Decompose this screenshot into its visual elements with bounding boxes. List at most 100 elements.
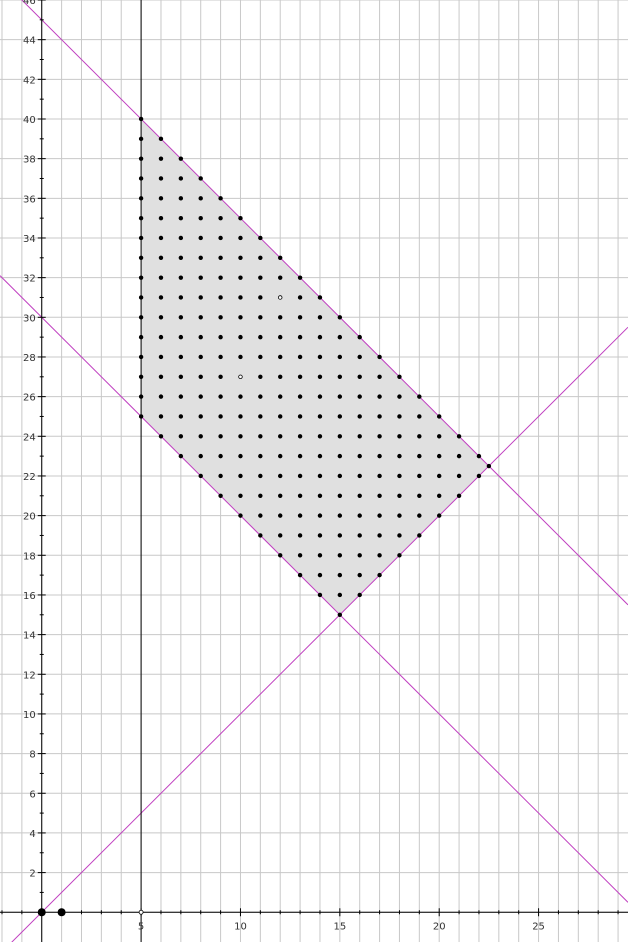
integer-point: [158, 156, 164, 161]
integer-point: [337, 414, 343, 419]
integer-point: [417, 414, 422, 419]
integer-point: [337, 434, 343, 439]
y-tick-label: 38: [23, 155, 36, 166]
hollow-point: [138, 909, 144, 915]
integer-point: [158, 374, 164, 379]
integer-point: [377, 513, 382, 518]
integer-point: [218, 473, 223, 479]
integer-point: [138, 116, 144, 122]
integer-point: [357, 473, 362, 479]
integer-point: [317, 473, 323, 479]
y-tick-label: 42: [23, 75, 36, 86]
integer-point: [258, 434, 263, 439]
integer-point: [258, 453, 263, 459]
integer-point: [138, 196, 144, 201]
y-tick-label: 26: [23, 393, 36, 404]
x-tick-label: 5: [138, 921, 144, 932]
integer-point: [297, 553, 303, 558]
integer-point: [297, 572, 303, 578]
integer-point: [357, 572, 362, 578]
integer-point: [337, 612, 343, 617]
y-tick-label: 30: [23, 313, 36, 324]
integer-point: [337, 354, 343, 360]
integer-point: [278, 434, 283, 439]
integer-point: [476, 453, 482, 459]
integer-point: [417, 394, 422, 399]
integer-point: [178, 215, 184, 221]
integer-point: [158, 434, 164, 439]
integer-point: [278, 473, 283, 479]
integer-point: [317, 513, 323, 518]
integer-point: [437, 513, 442, 518]
integer-point: [138, 255, 144, 261]
integer-point: [198, 235, 203, 241]
integer-point: [476, 473, 482, 479]
integer-point: [297, 295, 303, 300]
integer-point: [278, 354, 283, 360]
integer-point: [297, 275, 303, 280]
integer-point: [437, 414, 442, 419]
integer-point: [178, 176, 184, 181]
integer-point: [238, 434, 243, 439]
integer-point: [178, 275, 184, 280]
x-tick-label: 20: [433, 921, 446, 932]
y-tick-label: 14: [23, 631, 36, 642]
integer-point: [397, 513, 402, 518]
integer-point: [317, 533, 323, 538]
y-tick-label: 40: [23, 115, 36, 126]
integer-point: [178, 394, 184, 399]
axis-point: [57, 908, 66, 917]
integer-point: [158, 196, 164, 201]
integer-point: [138, 414, 144, 419]
integer-point: [337, 315, 343, 320]
integer-point: [377, 414, 382, 419]
integer-point: [238, 513, 243, 518]
integer-point: [317, 354, 323, 360]
integer-point: [258, 315, 263, 320]
integer-point: [138, 275, 144, 280]
y-tick-label: 44: [23, 36, 36, 47]
integer-point: [158, 394, 164, 399]
integer-point: [278, 453, 283, 459]
y-tick-label: 8: [29, 750, 35, 761]
integer-point: [138, 136, 144, 142]
integer-point: [337, 493, 343, 498]
integer-point: [218, 275, 223, 280]
integer-point: [198, 374, 203, 379]
integer-point: [297, 533, 303, 538]
integer-point: [198, 434, 203, 439]
integer-point: [198, 414, 203, 419]
integer-point: [198, 315, 203, 320]
integer-point: [218, 434, 223, 439]
integer-point: [297, 374, 303, 379]
integer-point: [138, 176, 144, 181]
integer-point: [456, 434, 462, 439]
integer-point: [278, 374, 283, 379]
integer-point: [218, 414, 223, 419]
integer-point: [198, 334, 203, 340]
integer-point: [417, 513, 422, 518]
integer-point: [238, 394, 243, 399]
integer-point: [218, 453, 223, 459]
integer-point: [138, 295, 144, 300]
integer-point: [258, 354, 263, 360]
integer-point: [238, 453, 243, 459]
integer-point: [138, 354, 144, 360]
integer-point: [377, 394, 382, 399]
integer-point: [278, 255, 283, 261]
integer-point: [397, 473, 402, 479]
integer-point: [238, 354, 243, 360]
integer-point: [178, 295, 184, 300]
y-tick-label: 46: [23, 0, 36, 7]
integer-point: [158, 295, 164, 300]
constraint-line: [11, 326, 628, 942]
integer-point: [456, 453, 462, 459]
integer-point: [397, 533, 402, 538]
integer-point: [297, 354, 303, 360]
integer-point: [238, 473, 243, 479]
integer-point: [297, 414, 303, 419]
y-tick-label: 24: [23, 432, 36, 443]
integer-point: [297, 513, 303, 518]
integer-point: [218, 215, 223, 221]
integer-point: [297, 334, 303, 340]
